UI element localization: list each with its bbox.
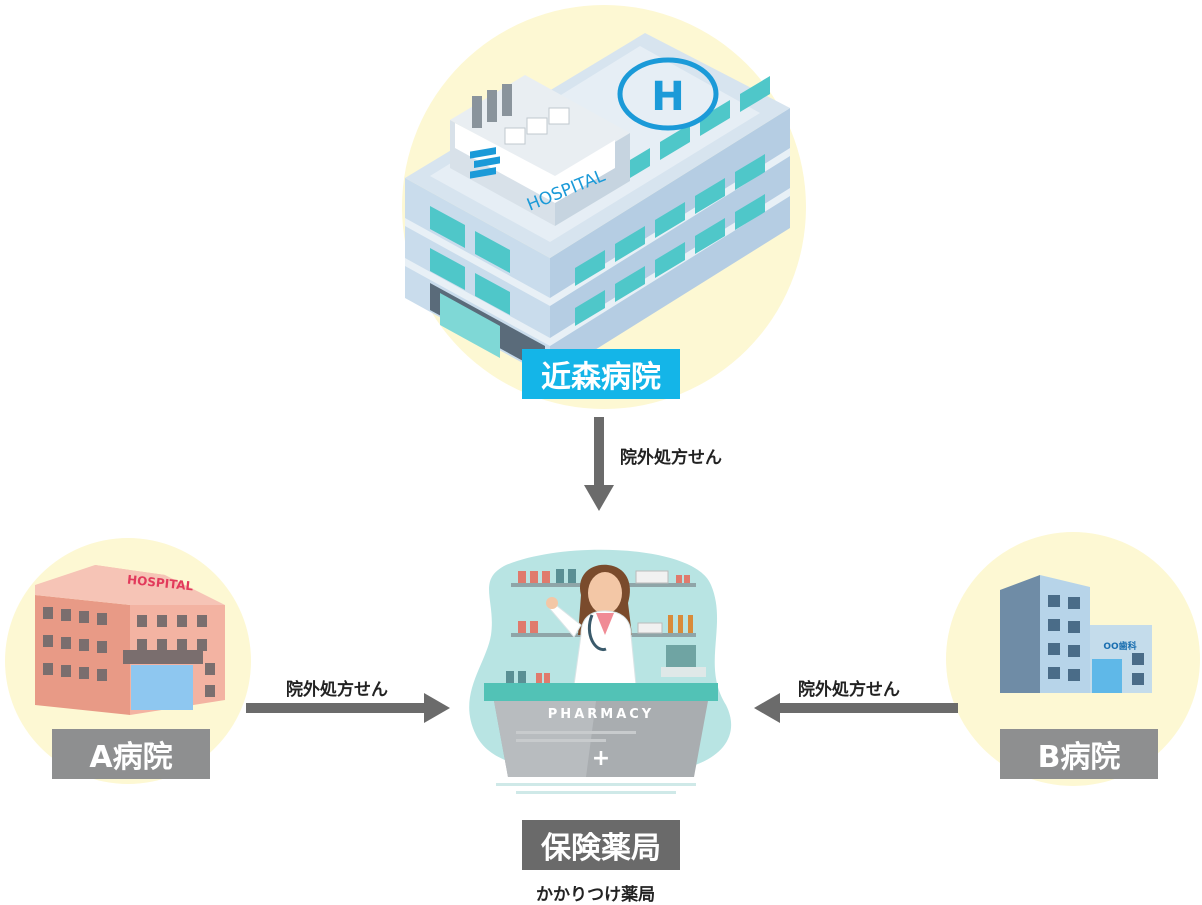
pharmacy-counter-sign: PHARMACY bbox=[548, 707, 654, 722]
hospital-a-illustration: HOSPITAL bbox=[35, 565, 225, 715]
arrow-left-label: 院外処方せん bbox=[286, 680, 388, 700]
hospital-b-label: B病院 bbox=[1000, 729, 1158, 779]
hospital-a-label: A病院 bbox=[52, 729, 210, 779]
arrow-top bbox=[584, 417, 614, 511]
hospital-b-illustration: OO歯科 bbox=[1000, 575, 1152, 693]
hospital-a-sign: HOSPITAL bbox=[126, 573, 194, 594]
pharmacy-illustration: PHARMACY + bbox=[469, 549, 732, 794]
pharmacy-sublabel: かかりつけ薬局 bbox=[536, 885, 656, 905]
hospital-b-sign: OO歯科 bbox=[1103, 640, 1136, 652]
arrow-right bbox=[754, 693, 958, 723]
pharmacy-label: 保険薬局 bbox=[522, 820, 680, 870]
svg-text:H: H bbox=[651, 74, 684, 120]
arrow-right-label: 院外処方せん bbox=[798, 680, 900, 700]
main-hospital-label: 近森病院 bbox=[522, 349, 680, 399]
arrow-left bbox=[246, 693, 450, 723]
pharmacy-counter-symbol: + bbox=[592, 746, 610, 771]
main-hospital-illustration: H HOSPITAL bbox=[405, 33, 790, 378]
arrow-top-label: 院外処方せん bbox=[620, 448, 722, 468]
